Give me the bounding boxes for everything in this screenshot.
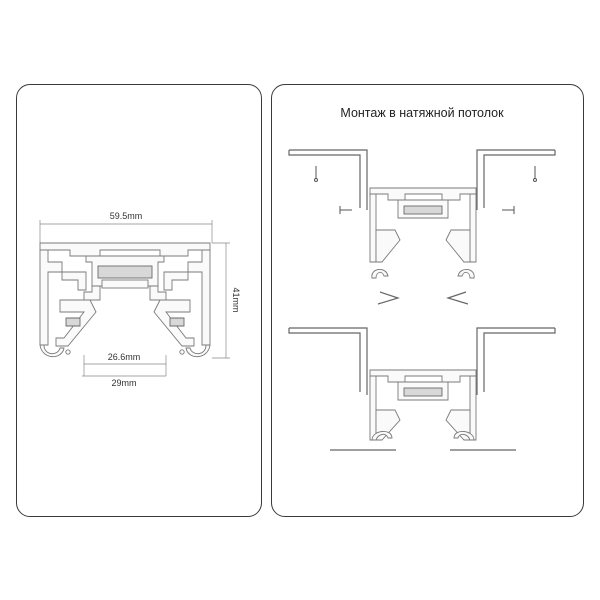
height-label: 41mm xyxy=(231,287,241,312)
installation-panel xyxy=(271,84,584,517)
bottom-width-label: 29mm xyxy=(111,378,136,388)
installation-title: Монтаж в натяжной потолок xyxy=(340,106,504,120)
installation-step-1 xyxy=(288,149,556,305)
profile-cross-section xyxy=(39,242,211,358)
profile-dimensions-panel xyxy=(16,84,262,517)
inner-width-label: 26.6mm xyxy=(108,352,141,362)
width-top-label: 59.5mm xyxy=(110,211,143,221)
installation-step-2 xyxy=(288,327,556,451)
dimension-lines xyxy=(39,220,230,377)
